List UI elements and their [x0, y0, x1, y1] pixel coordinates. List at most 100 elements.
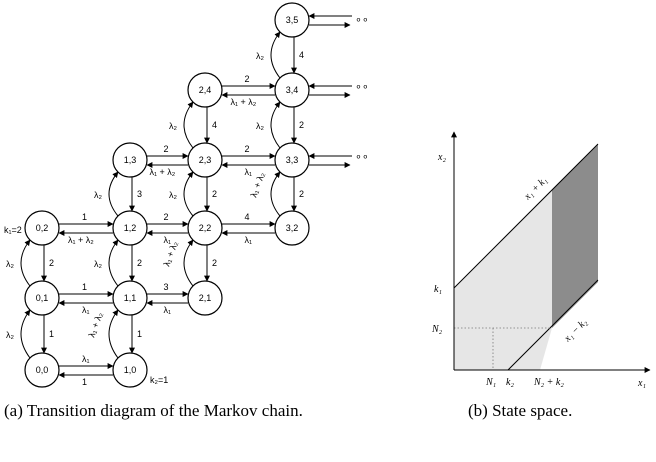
state-node-1-2: 1,2 — [112, 210, 148, 246]
state-node-3-4: 3,4 — [274, 72, 310, 108]
edge-2,3-to-2,4 — [183, 101, 194, 149]
k1-label: k₁=2 — [4, 225, 22, 235]
tick-k2: k₂ — [506, 377, 514, 388]
edge-3,3-to-3,4 — [270, 101, 281, 149]
label-2,3-3,3-up: 2 — [245, 144, 250, 154]
state-node-3-3: 3,3 — [274, 142, 310, 178]
state-node-2-3: 2,3 — [187, 142, 223, 178]
edge-1,1-to-1,2 — [108, 239, 119, 287]
continuation-3-4: ∘∘ — [355, 81, 369, 93]
caption-a: (a) Transition diagram of the Markov cha… — [4, 401, 303, 420]
label-0,0-0,1: λ₂ — [6, 330, 15, 340]
state-node-label: 2,3 — [199, 155, 212, 165]
state-node-label: 3,2 — [286, 223, 299, 233]
edge-0,0-to-0,1 — [20, 309, 31, 359]
label-3,3-3,2: 2 — [299, 189, 304, 199]
tick-N1: N₁ — [485, 377, 496, 388]
k2-label: k₂=1 — [150, 375, 168, 385]
label-1,2-2,2-up: 2 — [164, 212, 169, 222]
state-node-2-2: 2,2 — [187, 210, 223, 246]
state-node-label: 3,3 — [286, 155, 299, 165]
state-node-1-0: 1,0 — [112, 352, 148, 388]
state-node-circle — [24, 352, 60, 388]
label-0,0-1,0-down: 1 — [82, 377, 87, 387]
state-node-circle — [24, 280, 60, 316]
label-3,4-3,5: λ₂ — [256, 51, 265, 61]
state-space-diagram: x₂ x₁ k₁ N₂ N₁ k₂ N₂ + k₂ x₁ + k₁ x₁ − k… — [431, 131, 651, 389]
state-node-label: 2,2 — [199, 223, 212, 233]
continuation-3-5: ∘∘ — [355, 14, 369, 26]
edge-1,2-to-1,3 — [108, 171, 119, 217]
state-node-circle — [112, 280, 148, 316]
label-1,1-1,0: 1 — [137, 329, 142, 339]
label-0,2-0,1: 2 — [49, 258, 54, 268]
edge-3,4-to-3,5 — [270, 31, 281, 79]
label-2,3-3,3-down: λ₁ — [245, 167, 253, 177]
state-node-3-2: 3,2 — [274, 210, 310, 246]
state-node-label: 3,5 — [286, 15, 299, 25]
x-axis-label: x₁ — [637, 378, 646, 389]
label-0,2-1,2-down: λ₁ + λ₂ — [68, 235, 94, 245]
label-2,3-2,2: 2 — [212, 189, 217, 199]
state-node-circle — [274, 72, 310, 108]
edge-3,2-to-3,3 — [270, 171, 281, 217]
label-1,1-1,2: λ₂ — [94, 259, 103, 269]
state-node-circle — [24, 210, 60, 246]
diagram-extras: k₁=2 k₂=1 ∘∘ ∘∘ ∘∘ — [4, 14, 369, 385]
state-node-1-1: 1,1 — [112, 280, 148, 316]
continuation-3-3: ∘∘ — [355, 151, 369, 163]
state-node-2-4: 2,4 — [187, 72, 223, 108]
state-node-circle — [112, 210, 148, 246]
state-node-label: 0,1 — [36, 293, 49, 303]
state-node-label: 0,0 — [36, 365, 49, 375]
label-1,3-2,3-down: λ₁ + λ₂ — [150, 167, 176, 177]
label-2,3-2,4: λ₂ — [169, 121, 178, 131]
label-1,2-1,3: λ₂ — [94, 190, 103, 200]
state-node-0-2: 0,2 — [24, 210, 60, 246]
light-region — [454, 190, 552, 370]
state-node-3-5: 3,5 — [274, 2, 310, 38]
state-node-label: 1,1 — [124, 293, 137, 303]
tick-N2: N₂ — [431, 324, 443, 335]
state-node-circle — [187, 72, 223, 108]
state-node-label: 1,0 — [124, 365, 137, 375]
state-node-circle — [274, 210, 310, 246]
label-3,5-3,4: 4 — [299, 50, 304, 60]
state-node-label: 1,3 — [124, 155, 137, 165]
label-1,2-1,1: 2 — [137, 258, 142, 268]
state-node-2-1: 2,1 — [187, 280, 223, 316]
label-1,3-1,2: 3 — [137, 189, 142, 199]
state-node-circle — [112, 142, 148, 178]
label-0,1-1,1-down: λ₁ — [82, 305, 90, 315]
label-2,4-2,3: 4 — [212, 120, 217, 130]
diagram-nodes: 0,0 1,0 0,1 1,1 2,1 0,2 1,2 2,2 3,2 1,3 2,3 3,3 2,4 3… — [24, 2, 310, 388]
label-1,1-2,1-up: 3 — [164, 282, 169, 292]
tick-N2-plus-k2: N₂ + k₂ — [533, 377, 564, 388]
dark-region — [552, 144, 598, 328]
edge-1,0-to-1,1 — [108, 309, 119, 359]
state-node-circle — [112, 352, 148, 388]
state-node-0-1: 0,1 — [24, 280, 60, 316]
state-node-label: 2,4 — [199, 85, 212, 95]
label-3,4-3,3: 2 — [299, 120, 304, 130]
label-0,1-0,2: λ₂ — [6, 259, 15, 269]
label-3,3-3,4: λ₂ — [256, 121, 265, 131]
label-2,4-3,4-up: 2 — [245, 74, 250, 84]
label-0,1-1,1-up: 1 — [82, 282, 87, 292]
state-node-label: 3,4 — [286, 85, 299, 95]
edge-2,1-to-2,2 — [183, 239, 194, 287]
state-node-label: 0,2 — [36, 223, 49, 233]
label-0,1-0,0: 1 — [49, 329, 54, 339]
state-node-circle — [187, 142, 223, 178]
label-1,3-2,3-up: 2 — [164, 144, 169, 154]
edge-0,1-to-0,2 — [20, 239, 31, 287]
diagram-edges — [20, 13, 352, 378]
state-node-label: 2,1 — [199, 293, 212, 303]
y-axis-label: x₂ — [437, 152, 446, 163]
upper-boundary-line — [453, 143, 599, 289]
state-node-1-3: 1,3 — [112, 142, 148, 178]
state-node-0-0: 0,0 — [24, 352, 60, 388]
state-node-circle — [274, 142, 310, 178]
state-node-circle — [187, 280, 223, 316]
